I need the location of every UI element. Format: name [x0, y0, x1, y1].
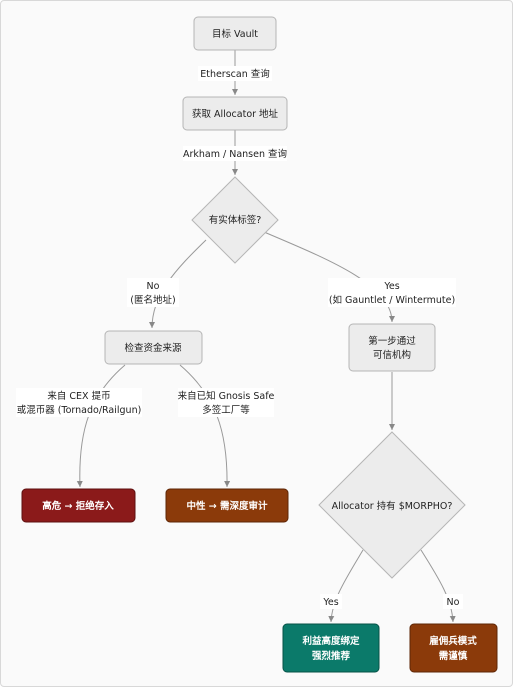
svg-text:有实体标签?: 有实体标签?: [209, 214, 262, 226]
edge-label-no2: No: [443, 594, 463, 609]
svg-text:利益高度绑定: 利益高度绑定: [301, 635, 360, 647]
svg-text:获取 Allocator 地址: 获取 Allocator 地址: [192, 108, 279, 120]
svg-text:(匿名地址): (匿名地址): [130, 294, 175, 306]
node-check-funds: 检查资金来源: [104, 330, 203, 365]
aligned-box: [282, 623, 380, 673]
svg-text:第一步通过: 第一步通过: [368, 335, 416, 347]
neutral-box: [165, 488, 289, 523]
high-risk-box: [21, 488, 136, 523]
svg-text:(如 Gauntlet / Wintermute): (如 Gauntlet / Wintermute): [329, 294, 455, 306]
svg-text:多签工厂等: 多签工厂等: [202, 404, 250, 416]
node-high-risk: 高危 → 拒绝存入: [21, 488, 136, 523]
svg-text:检查资金来源: 检查资金来源: [124, 342, 182, 354]
svg-text:来自已知 Gnosis Safe: 来自已知 Gnosis Safe: [178, 390, 275, 402]
edge-label-etherscan: Etherscan 查询: [198, 66, 272, 81]
svg-text:可信机构: 可信机构: [373, 349, 411, 361]
node-target-vault: 目标 Vault: [193, 16, 277, 51]
node-trusted-institution: 第一步通过 可信机构: [348, 323, 436, 372]
edge-check-to-neutral: [179, 364, 231, 488]
svg-text:中性 → 需深度审计: 中性 → 需深度审计: [186, 500, 268, 512]
edge-label-arkham: Arkham / Nansen 查询: [183, 146, 287, 161]
node-get-allocator: 获取 Allocator 地址: [182, 96, 288, 131]
svg-text:或混币器 (Tornado/Railgun): 或混币器 (Tornado/Railgun): [17, 404, 142, 416]
svg-text:Yes: Yes: [322, 597, 338, 608]
edge-decision-to-trusted: [263, 231, 395, 323]
edge-label-safe: 来自已知 Gnosis Safe 多签工厂等: [178, 388, 275, 417]
svg-text:Arkham / Nansen 查询: Arkham / Nansen 查询: [183, 148, 287, 160]
node-neutral: 中性 → 需深度审计: [165, 488, 289, 523]
edge-label-cex: 来自 CEX 提币 或混币器 (Tornado/Railgun): [16, 388, 142, 417]
edge-check-to-highrisk: [76, 364, 126, 488]
edge-morpho-to-merc: [420, 549, 456, 623]
svg-text:来自 CEX 提币: 来自 CEX 提币: [47, 390, 110, 402]
svg-text:Allocator 持有 $MORPHO?: Allocator 持有 $MORPHO?: [332, 500, 453, 512]
node-holds-morpho-decision: Allocator 持有 $MORPHO?: [318, 431, 466, 579]
svg-text:No: No: [447, 597, 460, 608]
node-has-label-decision: 有实体标签?: [191, 176, 279, 264]
svg-text:No: No: [147, 281, 160, 292]
edge-label-yes2: Yes: [320, 594, 342, 609]
svg-text:雇佣兵模式: 雇佣兵模式: [429, 635, 477, 647]
mercenary-box: [409, 623, 498, 673]
node-mercenary: 雇佣兵模式 需谨慎: [409, 623, 498, 673]
svg-text:Etherscan 查询: Etherscan 查询: [200, 68, 270, 80]
edge-label-yes: Yes (如 Gauntlet / Wintermute): [328, 278, 456, 307]
edge-label-no: No (匿名地址): [127, 278, 179, 307]
svg-text:Yes: Yes: [383, 281, 399, 292]
svg-text:需谨慎: 需谨慎: [439, 650, 468, 662]
svg-text:强烈推荐: 强烈推荐: [312, 650, 351, 662]
svg-text:高危 → 拒绝存入: 高危 → 拒绝存入: [42, 500, 114, 512]
edge-morpho-to-aligned: [328, 549, 364, 623]
svg-text:目标 Vault: 目标 Vault: [212, 28, 258, 40]
node-aligned: 利益高度绑定 强烈推荐: [282, 623, 380, 673]
